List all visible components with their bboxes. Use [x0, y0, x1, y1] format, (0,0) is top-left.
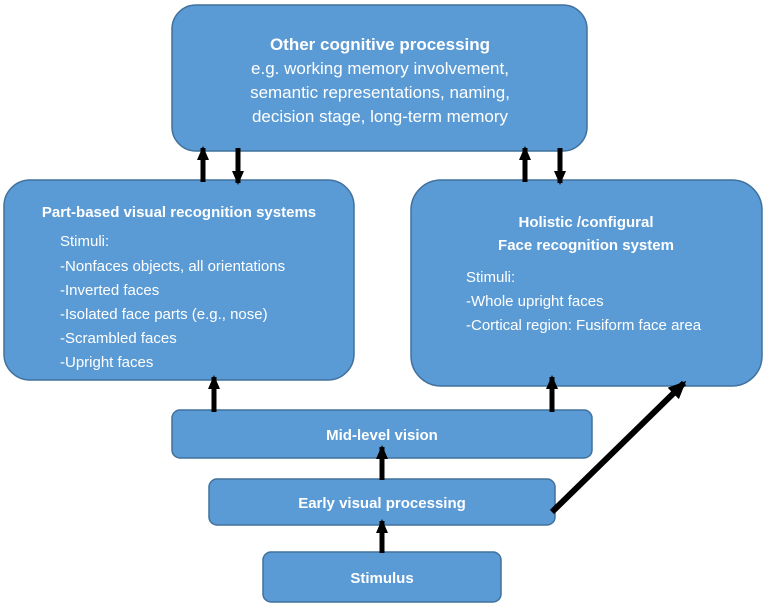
cognitive-processing-line: semantic representations, naming, [250, 83, 510, 102]
holistic-title: Holistic /configural [518, 214, 653, 231]
part-based-recognition-node: Part-based visual recognition systems St… [3, 179, 355, 381]
early-visual-processing-label: Early visual processing [298, 495, 466, 512]
arrow-diagonal-early-to-holistic [549, 380, 687, 515]
stimulus-node: Stimulus [262, 551, 502, 603]
cognitive-processing-line: e.g. working memory involvement, [251, 59, 509, 78]
part-based-title: Part-based visual recognition systems [42, 204, 316, 221]
part-based-stimulus-item: -Scrambled faces [60, 330, 177, 347]
mid-level-vision-node: Mid-level vision [171, 409, 593, 459]
holistic-stimuli-label: Stimuli: [466, 269, 515, 286]
part-based-stimulus-item: -Upright faces [60, 354, 153, 371]
stimulus-label: Stimulus [350, 570, 413, 587]
holistic-stimulus-item: -Whole upright faces [466, 293, 604, 310]
part-based-stimuli-label: Stimuli: [60, 233, 109, 250]
early-visual-processing-node: Early visual processing [208, 478, 556, 526]
part-based-stimulus-item: -Nonfaces objects, all orientations [60, 258, 285, 275]
cognitive-processing-line: decision stage, long-term memory [252, 107, 509, 126]
holistic-title: Face recognition system [498, 237, 674, 254]
part-based-stimulus-item: -Isolated face parts (e.g., nose) [60, 306, 268, 323]
holistic-stimulus-item: -Cortical region: Fusiform face area [466, 317, 702, 334]
cognitive-processing-title: Other cognitive processing [270, 35, 490, 54]
part-based-stimulus-item: -Inverted faces [60, 282, 159, 299]
cognitive-processing-node: Other cognitive processing e.g. working … [171, 4, 588, 152]
mid-level-vision-label: Mid-level vision [326, 427, 438, 444]
holistic-recognition-node: Holistic /configural Face recognition sy… [410, 179, 763, 387]
